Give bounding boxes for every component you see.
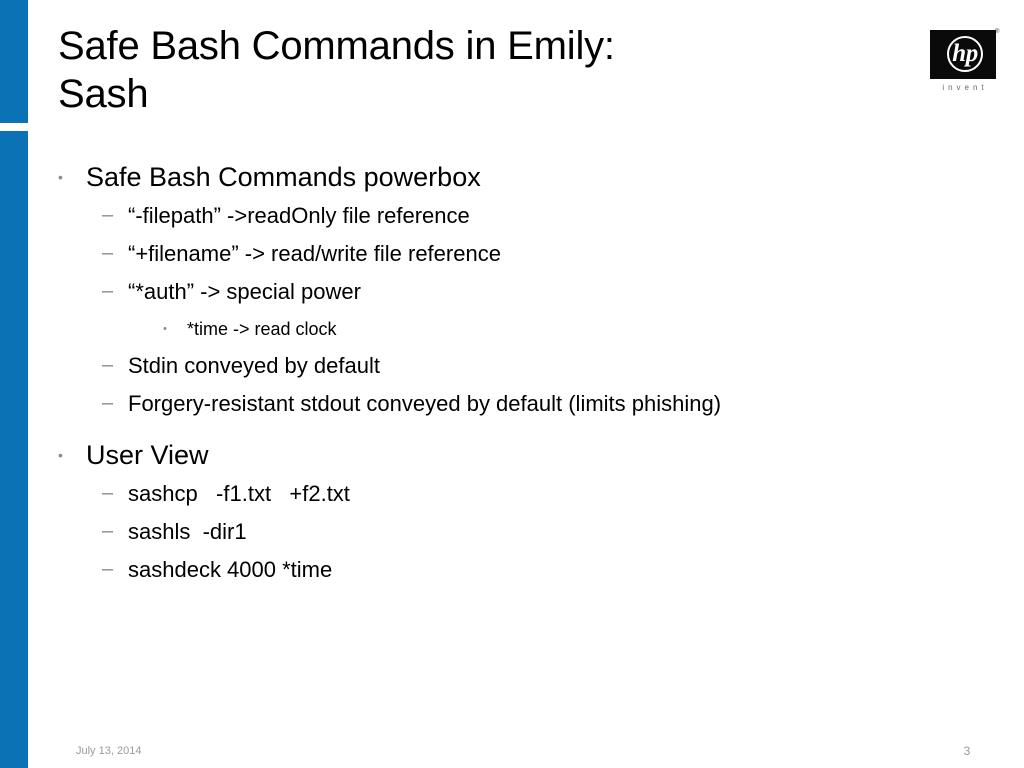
footer-date: July 13, 2014: [76, 745, 142, 757]
bullet-text: sashdeck 4000 *time: [128, 557, 333, 582]
bullet-item-level-2: –sashcp -f1.txt +f2.txt: [58, 475, 988, 513]
hp-logo-wordmark: hp: [952, 40, 978, 67]
bullet-text: Stdin conveyed by default: [128, 353, 380, 378]
bullet-text: Forgery-resistant stdout conveyed by def…: [128, 391, 722, 416]
bullet-marker-level-2: –: [102, 520, 114, 542]
bullet-item-level-2: –sashdeck 4000 *time: [58, 551, 988, 589]
bullet-item-level-1: • Safe Bash Commands powerbox: [58, 157, 988, 197]
bullet-marker-level-2: –: [102, 392, 114, 414]
bullet-item-level-3: • *time -> read clock: [58, 311, 988, 347]
bullet-marker-level-2: –: [102, 354, 114, 376]
registered-mark: ®: [995, 29, 1000, 35]
bullet-marker-level-1: •: [58, 447, 63, 463]
bullet-text: sashls -dir1: [128, 519, 247, 544]
page-title-line-2: Sash: [58, 72, 149, 116]
bullet-text: Safe Bash Commands powerbox: [86, 162, 481, 192]
bullet-marker-level-1: •: [58, 169, 63, 185]
bullet-marker-level-2: –: [102, 204, 114, 226]
bullet-item-level-1: • User View: [58, 435, 988, 475]
bullet-text: *time -> read clock: [187, 319, 337, 339]
bullet-text: sashcp -f1.txt +f2.txt: [128, 481, 350, 506]
footer-page-number: 3: [963, 744, 971, 758]
accent-bar-bottom: [0, 131, 28, 768]
bullet-marker-level-2: –: [102, 558, 114, 580]
hp-logo-box: hp: [930, 30, 996, 79]
page-title-line-1: Safe Bash Commands in Emily:: [58, 24, 615, 68]
bullet-item-level-2: –“*auth” -> special power: [58, 273, 988, 311]
bullet-text: “-filepath” ->readOnly file reference: [128, 203, 470, 228]
bullet-item-level-2: –“-filepath” ->readOnly file reference: [58, 197, 988, 235]
slide-body-list: •Safe Bash Commands powerbox–“-filepath”…: [58, 157, 988, 589]
bullet-text: “*auth” -> special power: [128, 279, 361, 304]
bullet-item-level-2: –Forgery-resistant stdout conveyed by de…: [58, 385, 988, 423]
accent-bar-top: [0, 0, 28, 123]
hp-logo-tagline: invent: [942, 83, 988, 92]
bullet-marker-level-2: –: [102, 242, 114, 264]
bullet-text: User View: [86, 440, 209, 470]
bullet-text: “+filename” -> read/write file reference: [128, 241, 501, 266]
bullet-item-level-2: –sashls -dir1: [58, 513, 988, 551]
bullet-marker-level-2: –: [102, 280, 114, 302]
bullet-item-level-2: –“+filename” -> read/write file referenc…: [58, 235, 988, 273]
bullet-marker-level-3: •: [163, 323, 167, 335]
page-title: Safe Bash Commands in Emily: Sash: [58, 22, 898, 118]
hp-logo: hp ® invent: [926, 27, 1000, 97]
hp-logo-ring-icon: [947, 36, 983, 72]
bullet-item-level-2: –Stdin conveyed by default: [58, 347, 988, 385]
bullet-marker-level-2: –: [102, 482, 114, 504]
